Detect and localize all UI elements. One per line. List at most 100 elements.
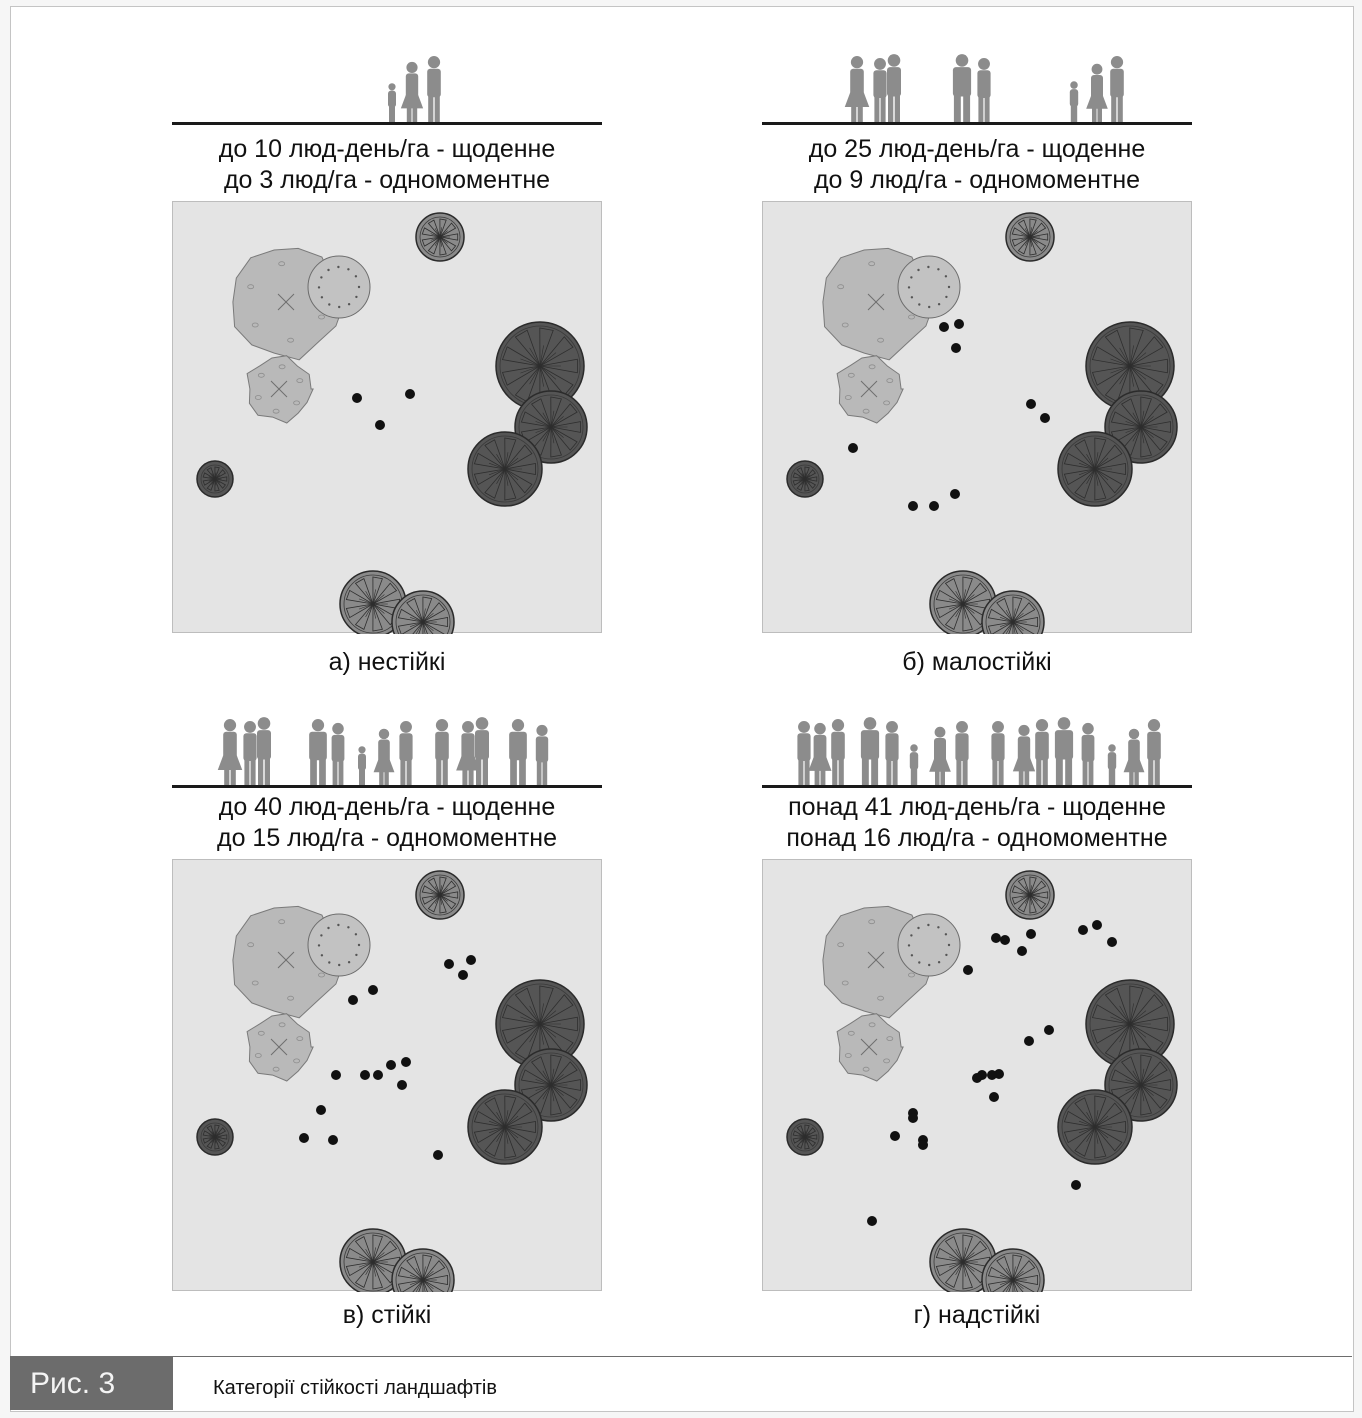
momentary-load-text: до 3 люд/га - одномоментне [223, 166, 551, 194]
visitor-dot-icon [1000, 935, 1010, 945]
tree-canopy-icon [836, 355, 904, 424]
plan-drawing [786, 870, 1178, 1292]
people-silhouettes [844, 54, 1124, 122]
person-silhouette-icon [1086, 63, 1108, 122]
daily-load-text: до 25 люд-день/га - щоденне [808, 135, 1146, 163]
visitor-dot-icon [939, 322, 949, 332]
visitor-dot-icon [963, 965, 973, 975]
tree-canopy-icon [495, 979, 585, 1069]
person-silhouette-icon [1012, 724, 1036, 785]
momentary-load-text: понад 16 люд/га - одномоментне [786, 824, 1168, 852]
visitor-dot-icon [1107, 937, 1117, 947]
ground-line [172, 785, 602, 788]
people-silhouettes [797, 717, 1161, 785]
person-silhouette-icon [435, 719, 449, 785]
person-silhouette-icon [257, 717, 271, 785]
visitor-dot-icon [352, 393, 362, 403]
ground-line [172, 122, 602, 125]
person-silhouette-icon [331, 722, 345, 785]
tree-canopy-icon [391, 590, 455, 634]
visitor-dot-icon [466, 955, 476, 965]
panel-caption: б) малостійкі [902, 648, 1052, 676]
visitor-dot-icon [1017, 946, 1027, 956]
load-stats: до 10 люд-день/га - щоденне до 3 люд/га … [172, 134, 602, 196]
plan-drawing [786, 212, 1178, 634]
figure-title: Категорії стійкості ландшафтів [213, 1377, 498, 1399]
visitor-dot-icon [373, 1070, 383, 1080]
person-silhouette-icon [400, 61, 424, 122]
visitor-dot-icon [867, 1216, 877, 1226]
tree-canopy-icon [307, 255, 371, 319]
visitor-dot-icon [331, 1070, 341, 1080]
ground-line [762, 122, 1192, 125]
people-silhouettes [217, 717, 549, 785]
tree-canopy-icon [415, 870, 465, 920]
person-silhouette-icon [1147, 719, 1161, 785]
tree-canopy-icon [786, 460, 824, 498]
person-silhouette-icon [955, 720, 969, 785]
visitor-dot-icon [848, 443, 858, 453]
person-silhouette-icon [358, 746, 366, 785]
person-silhouette-icon [860, 717, 880, 785]
visitor-dot-icon [386, 1060, 396, 1070]
visitor-dot-icon [1026, 399, 1036, 409]
person-silhouette-icon [991, 720, 1005, 785]
plan-drawing [196, 212, 588, 634]
visitor-dot-icon [972, 1073, 982, 1083]
load-stats: до 25 люд-день/га - щоденне до 9 люд/га … [762, 134, 1192, 196]
person-silhouette-icon [388, 83, 396, 122]
visitor-dot-icon [890, 1131, 900, 1141]
visitor-dot-icon [908, 1113, 918, 1123]
visitor-dot-icon [951, 343, 961, 353]
person-silhouette-icon [1107, 744, 1117, 785]
person-silhouette-icon [1054, 717, 1074, 785]
load-stats: понад 41 люд-день/га - щоденне понад 16 … [762, 792, 1192, 854]
visitor-dot-icon [908, 501, 918, 511]
visitor-dot-icon [1078, 925, 1088, 935]
visitor-dot-icon [991, 933, 1001, 943]
person-silhouette-icon [1123, 728, 1145, 785]
person-silhouette-icon [909, 744, 919, 785]
visitor-dot-icon [433, 1150, 443, 1160]
visitor-dot-icon [405, 389, 415, 399]
tree-canopy-icon [1057, 431, 1133, 507]
visitor-dot-icon [1040, 413, 1050, 423]
person-silhouette-icon [475, 717, 489, 785]
visitor-dot-icon [929, 501, 939, 511]
person-silhouette-icon [309, 719, 327, 785]
tree-canopy-icon [307, 913, 371, 977]
person-silhouette-icon [399, 720, 413, 785]
landscape-plan [172, 859, 602, 1292]
person-silhouette-icon [887, 54, 901, 122]
visitor-dot-icon [328, 1135, 338, 1145]
visitor-dot-icon [1024, 1036, 1034, 1046]
tree-canopy-icon [897, 255, 961, 319]
person-silhouette-icon [373, 728, 395, 785]
daily-load-text: до 10 люд-день/га - щоденне [218, 135, 556, 163]
tree-canopy-icon [981, 1248, 1045, 1292]
person-silhouette-icon [808, 722, 832, 785]
visitor-dot-icon [987, 1070, 997, 1080]
tree-canopy-icon [196, 460, 234, 498]
tree-canopy-icon [467, 431, 543, 507]
visitor-dot-icon [397, 1080, 407, 1090]
plan-drawing [196, 870, 588, 1292]
tree-canopy-icon [1005, 212, 1055, 262]
visitor-dot-icon [1026, 929, 1036, 939]
panel-caption: а) нестійкі [328, 648, 446, 676]
tree-canopy-icon [467, 1089, 543, 1165]
tree-canopy-icon [246, 1013, 314, 1082]
momentary-load-text: до 9 люд/га - одномоментне [813, 166, 1141, 194]
person-silhouette-icon [243, 720, 257, 785]
visitor-dot-icon [444, 959, 454, 969]
visitor-dot-icon [1092, 920, 1102, 930]
panel-caption: г) надстійкі [913, 1301, 1041, 1329]
person-silhouette-icon [217, 719, 243, 785]
tree-canopy-icon [415, 212, 465, 262]
daily-load-text: до 40 люд-день/га - щоденне [218, 793, 556, 821]
visitor-dot-icon [348, 995, 358, 1005]
visitor-dot-icon [375, 420, 385, 430]
load-stats: до 40 люд-день/га - щоденне до 15 люд/га… [172, 792, 602, 854]
tree-canopy-icon [391, 1248, 455, 1292]
visitor-dot-icon [1071, 1180, 1081, 1190]
